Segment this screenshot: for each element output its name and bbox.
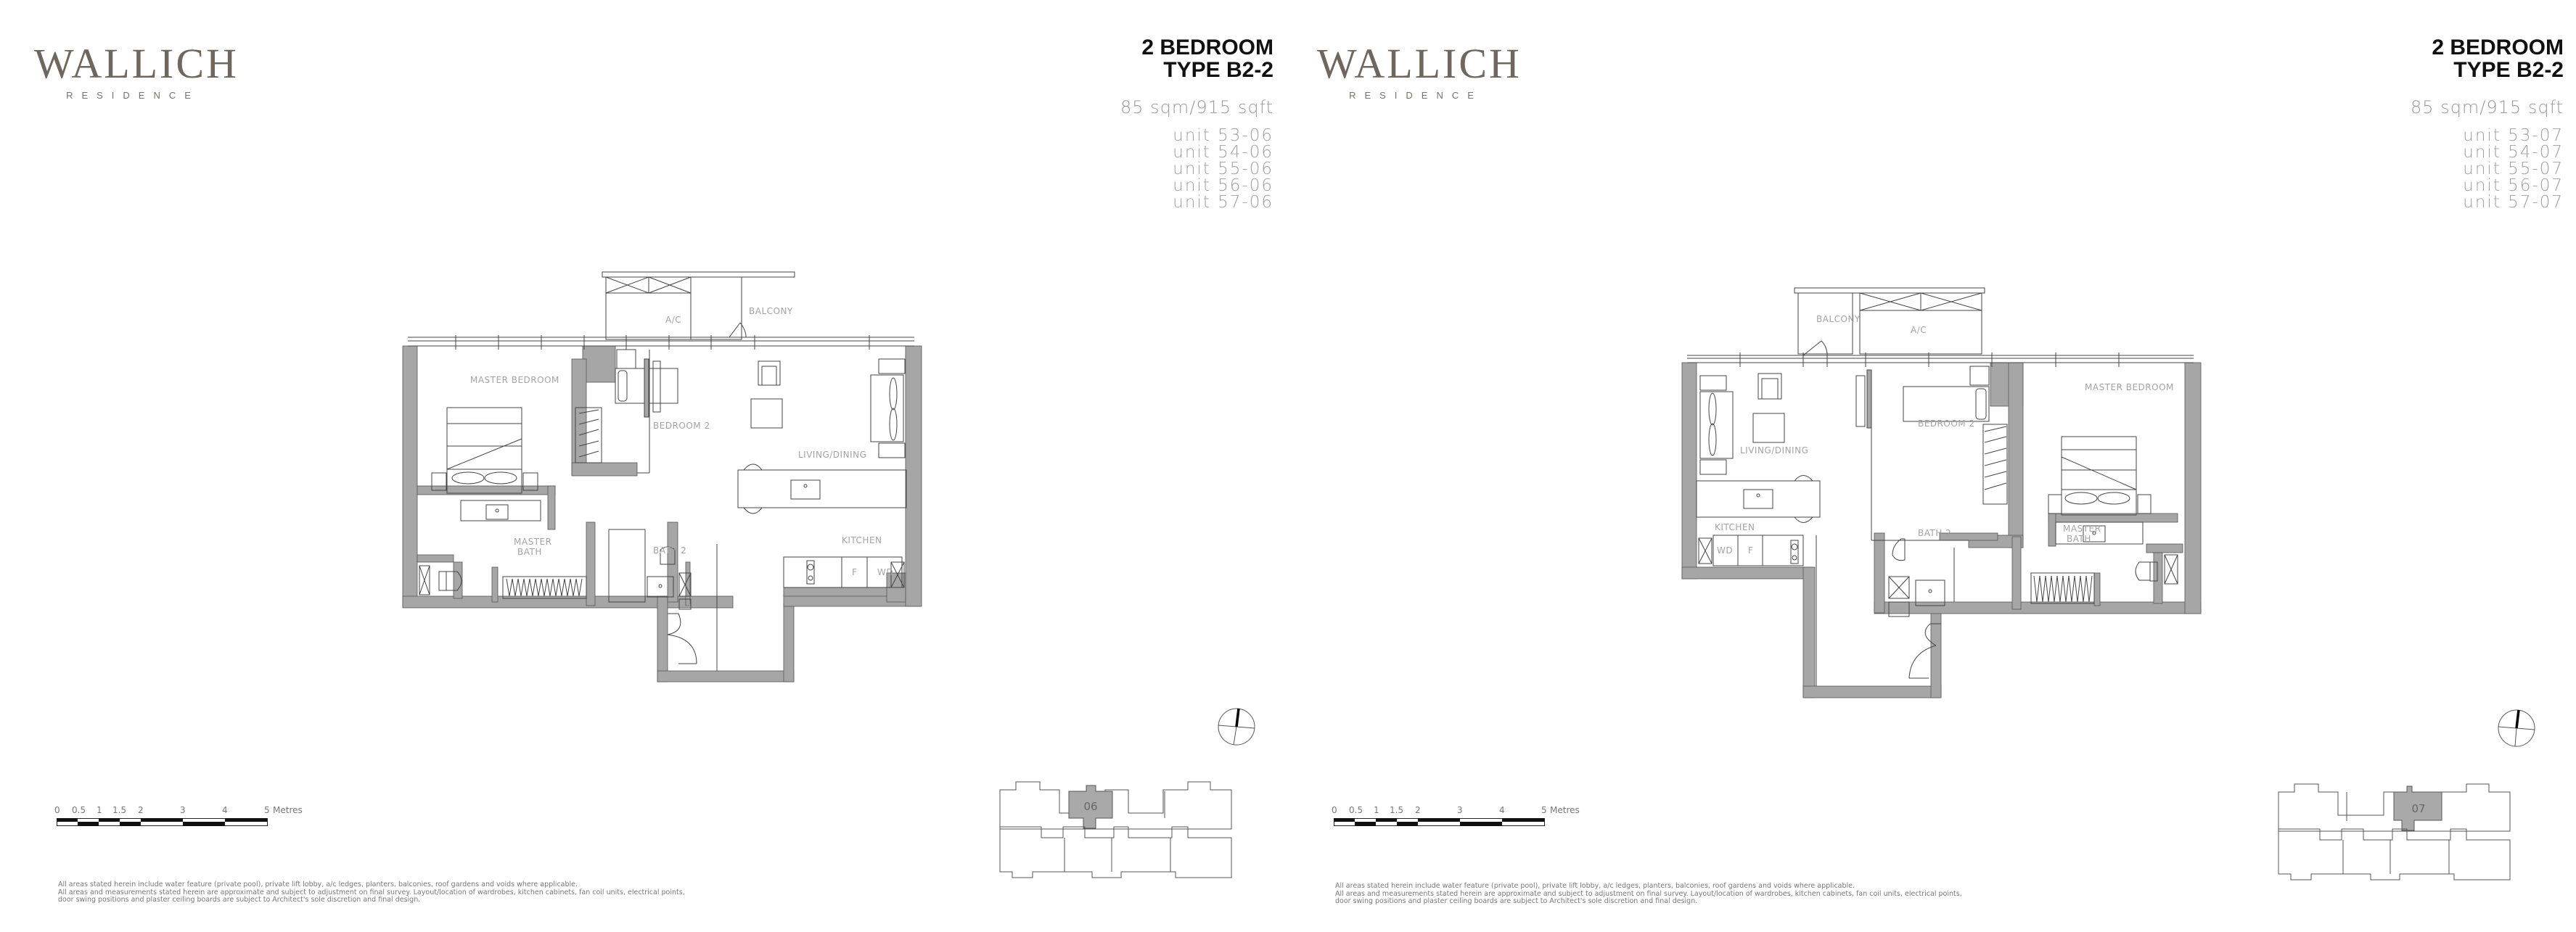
scale-unit-label: Metres [1550, 805, 1580, 815]
scale-bar-graphic [57, 818, 268, 826]
unit-number: unit 55-07 [2463, 160, 2564, 178]
room-label-fridge: F [1748, 545, 1754, 556]
room-label-master-bath-line1: MASTER [514, 537, 552, 547]
unit-number: unit 56-07 [2463, 176, 2564, 195]
room-label-db: DB [680, 601, 692, 609]
unit-info-block: 2 BEDROOM TYPE B2-2 85 sqm/915 sqft unit… [1041, 36, 1273, 211]
north-arrow-compass-icon [2496, 708, 2537, 752]
unit-number: unit 53-07 [2463, 126, 2564, 145]
unit-number: unit 53-06 [1173, 126, 1273, 145]
unit-number: unit 55-06 [1173, 160, 1273, 178]
unit-number-list: unit 53-06 unit 54-06 unit 55-06 unit 56… [1041, 128, 1273, 211]
scale-bar: 0 0.5 1 1.5 2 3 4 5 Metres [54, 805, 318, 827]
room-label-kitchen: KITCHEN [1715, 522, 1755, 532]
logo-wordmark: WALLICH [1317, 40, 1522, 87]
keyplan-unit-label: 07 [2411, 802, 2425, 815]
wallich-residence-logo: WALLICH RESIDENCE [1317, 40, 1522, 102]
floorplan-page-unit-06: WALLICH RESIDENCE 2 BEDROOM TYPE B2-2 85… [34, 36, 1273, 904]
scale-bar: 0 0.5 1 1.5 2 3 4 5 Metres [1332, 805, 1595, 827]
unit-type-code: TYPE B2-2 [1163, 58, 1273, 82]
unit-type-heading: 2 BEDROOM [1141, 36, 1273, 59]
room-label-bath-2: BATH 2 [1918, 528, 1952, 538]
unit-number: unit 54-06 [1173, 143, 1273, 162]
unit-number-list: unit 53-07 unit 54-07 unit 55-07 unit 56… [2331, 128, 2564, 211]
floor-plan: BALCONY A/C MASTER BEDROOM BEDROOM 2 LIV… [1678, 283, 2208, 704]
north-arrow-compass-icon [1216, 706, 1257, 751]
unit-type-heading: 2 BEDROOM [2432, 36, 2564, 59]
floor-plan: A/C BALCONY MASTER BEDROOM BEDROOM 2 LIV… [399, 268, 929, 689]
unit-number: unit 57-06 [1173, 193, 1273, 212]
logo-subtitle: RESIDENCE [1349, 90, 1482, 101]
unit-area: 85 sqm/915 sqft [2411, 97, 2564, 117]
logo-subtitle: RESIDENCE [66, 90, 200, 101]
room-label-master-bedroom: MASTER BEDROOM [2085, 382, 2174, 392]
wallich-residence-logo: WALLICH RESIDENCE [34, 40, 239, 102]
floor-plan-drawing [402, 271, 922, 682]
room-label-ac: A/C [1911, 325, 1927, 335]
room-label-fridge: F [852, 567, 858, 577]
unit-number: unit 57-07 [2463, 193, 2564, 212]
room-label-kitchen: KITCHEN [842, 535, 882, 545]
keyplan-unit-label: 06 [1083, 800, 1097, 813]
scale-unit-label: Metres [273, 805, 303, 815]
unit-number: unit 54-07 [2463, 143, 2564, 162]
room-label-master-bath-line1: MASTER [2063, 524, 2101, 534]
room-label-washer-dryer: WD [877, 567, 894, 577]
room-label-washer-dryer: WD [1717, 545, 1734, 556]
key-plan: 07 [2276, 767, 2523, 887]
unit-type-code: TYPE B2-2 [2453, 58, 2564, 82]
room-label-bedroom-2: BEDROOM 2 [1918, 418, 1975, 429]
room-label-master-bath-line2: BATH [2067, 534, 2091, 544]
unit-area: 85 sqm/915 sqft [1120, 97, 1273, 117]
room-label-balcony: BALCONY [1816, 314, 1861, 324]
floorplan-page-unit-07: WALLICH RESIDENCE 2 BEDROOM TYPE B2-2 85… [1288, 0, 2576, 932]
room-label-bath-2: BATH 2 [653, 545, 687, 556]
scale-bar-graphic [1334, 818, 1545, 826]
logo-wordmark: WALLICH [34, 40, 239, 87]
room-label-balcony: BALCONY [749, 306, 793, 316]
disclaimer-footnote: All areas stated herein include water fe… [1335, 882, 1962, 905]
room-label-bedroom-2: BEDROOM 2 [653, 421, 710, 431]
room-label-living-dining: LIVING/DINING [798, 450, 867, 460]
key-plan: 06 [998, 765, 1244, 885]
unit-info-block: 2 BEDROOM TYPE B2-2 85 sqm/915 sqft unit… [2331, 36, 2564, 211]
disclaimer-footnote: All areas stated herein include water fe… [58, 881, 685, 904]
floor-plan-drawing [1681, 287, 2202, 698]
room-label-living-dining: LIVING/DINING [1740, 445, 1809, 455]
unit-number: unit 56-06 [1173, 176, 1273, 195]
room-label-master-bedroom: MASTER BEDROOM [470, 375, 559, 385]
room-label-ac: A/C [665, 315, 682, 325]
room-label-db: DB [1892, 607, 1904, 615]
room-label-master-bath-line2: BATH [517, 547, 542, 557]
